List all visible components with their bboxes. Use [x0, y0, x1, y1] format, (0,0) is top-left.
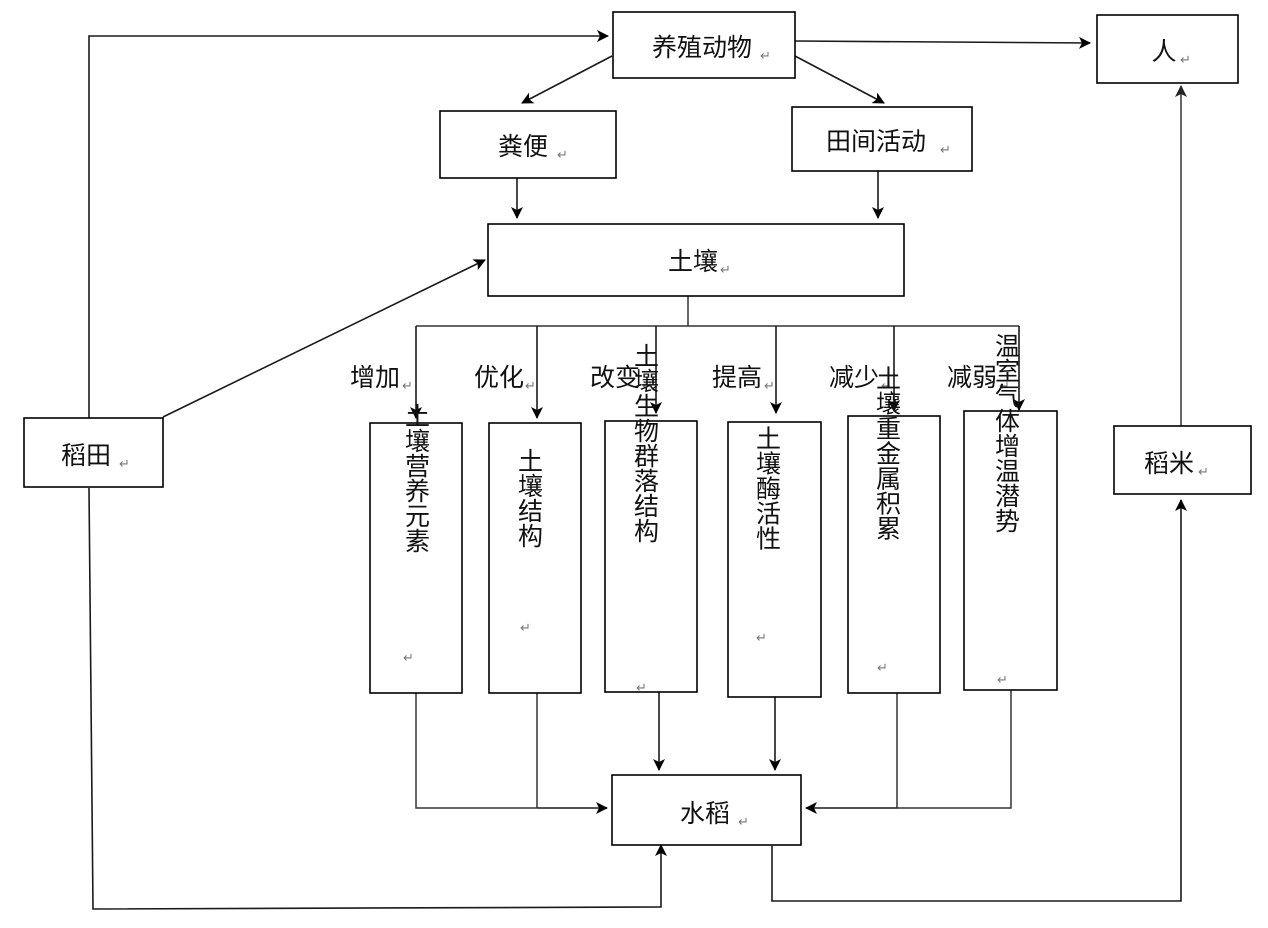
node-manure-mark: ↵ [557, 148, 568, 163]
node-paddy-field-mark: ↵ [119, 457, 130, 472]
effect-verb-4-label: 提高 [712, 363, 762, 392]
effect-box-4-label: 土壤酶活性 [753, 426, 782, 551]
node-soil: 土壤 ↵ [487, 223, 905, 297]
effect-box-5: 土壤重金属积累 ↵ [847, 366, 941, 694]
effect-box-3-label: 土壤生物群落结构 [631, 343, 660, 543]
node-manure: 粪便 ↵ [439, 110, 617, 179]
effect-verb-6: 减弱 ↵ [947, 363, 1010, 394]
line-effect-1-to-rice [415, 693, 537, 809]
node-rice-grain-label: 稻米 [1144, 449, 1194, 478]
line-effect-6-to-rice [897, 690, 1012, 809]
effect-verb-6-mark: ↵ [999, 379, 1010, 394]
effect-verb-6-label: 减弱 [947, 363, 997, 392]
node-rice-grain: 稻米 ↵ [1113, 425, 1252, 495]
effect-box-2-mark: ↵ [520, 621, 531, 636]
node-field-activity-mark: ↵ [940, 143, 951, 158]
effect-verb-4: 提高 ↵ [712, 363, 775, 394]
node-manure-label: 粪便 [498, 132, 548, 161]
effect-verb-1-label: 增加 [350, 363, 400, 392]
node-rice-plant-label: 水稻 [680, 799, 730, 828]
effect-box-3: 土壤生物群落结构 ↵ [604, 343, 698, 696]
effect-verb-3-mark: ↵ [642, 379, 653, 394]
node-rice-grain-mark: ↵ [1198, 465, 1209, 480]
node-rice-plant-mark: ↵ [738, 815, 749, 830]
arrow-paddy-to-soil [162, 259, 486, 418]
effect-box-2-label: 土壤结构 [515, 448, 544, 548]
node-soil-label: 土壤 [668, 247, 718, 276]
node-animals-mark: ↵ [760, 49, 771, 64]
effect-verb-2: 优化 ↵ [474, 363, 536, 394]
node-paddy-field: 稻田 ↵ [23, 417, 164, 488]
effect-box-5-label: 土壤重金属积累 [873, 366, 902, 541]
effect-box-4-mark: ↵ [756, 631, 767, 646]
effect-box-1-label: 土壤营养元素 [402, 403, 431, 553]
effect-box-6-mark: ↵ [997, 673, 1008, 688]
effect-verb-5: 减少 ↵ [829, 363, 892, 394]
node-human-mark: ↵ [1180, 53, 1191, 68]
effect-verb-1-mark: ↵ [402, 379, 413, 394]
node-human: 人 ↵ [1096, 14, 1239, 84]
arrow-animals-to-manure [521, 55, 613, 104]
effect-verb-3: 改变 ↵ [590, 363, 653, 394]
arrow-animals-to-human [794, 36, 1091, 49]
node-animals: 养殖动物 ↵ [612, 11, 796, 79]
arrow-animals-to-field-activity [794, 55, 885, 104]
node-soil-mark: ↵ [720, 263, 731, 278]
effect-verb-4-mark: ↵ [764, 379, 775, 394]
effect-box-5-mark: ↵ [877, 661, 888, 676]
connectors [88, 30, 1187, 910]
effect-box-6: 温室气体增温潜势 ↵ [963, 333, 1058, 691]
effect-verb-2-label: 优化 [474, 363, 524, 392]
effect-verb-2-mark: ↵ [525, 379, 536, 394]
effect-verb-3-label: 改变 [590, 363, 640, 392]
effect-box-6-label: 温室气体增温潜势 [992, 333, 1021, 533]
effect-box-2: 土壤结构 ↵ [488, 422, 582, 694]
node-rice-plant: 水稻 ↵ [611, 774, 802, 846]
effect-box-1-mark: ↵ [403, 651, 414, 666]
arrow-rice-to-grain [771, 499, 1187, 902]
effect-box-1: 土壤营养元素 ↵ [369, 403, 463, 694]
effect-verb-5-mark: ↵ [881, 379, 892, 394]
effect-box-4: 土壤酶活性 ↵ [727, 421, 822, 698]
node-field-activity: 田间活动 ↵ [791, 106, 973, 172]
effect-verb-1: 增加 ↵ [350, 363, 413, 394]
effect-verb-5-label: 减少 [829, 363, 879, 392]
effect-box-3-mark: ↵ [636, 681, 647, 696]
arrow-paddy-to-animals [88, 30, 609, 418]
node-paddy-field-label: 稻田 [61, 441, 111, 470]
node-animals-label: 养殖动物 [652, 33, 752, 62]
arrow-paddy-to-rice [88, 487, 667, 910]
node-human-label: 人 [1151, 37, 1176, 66]
node-field-activity-label: 田间活动 [826, 127, 926, 156]
